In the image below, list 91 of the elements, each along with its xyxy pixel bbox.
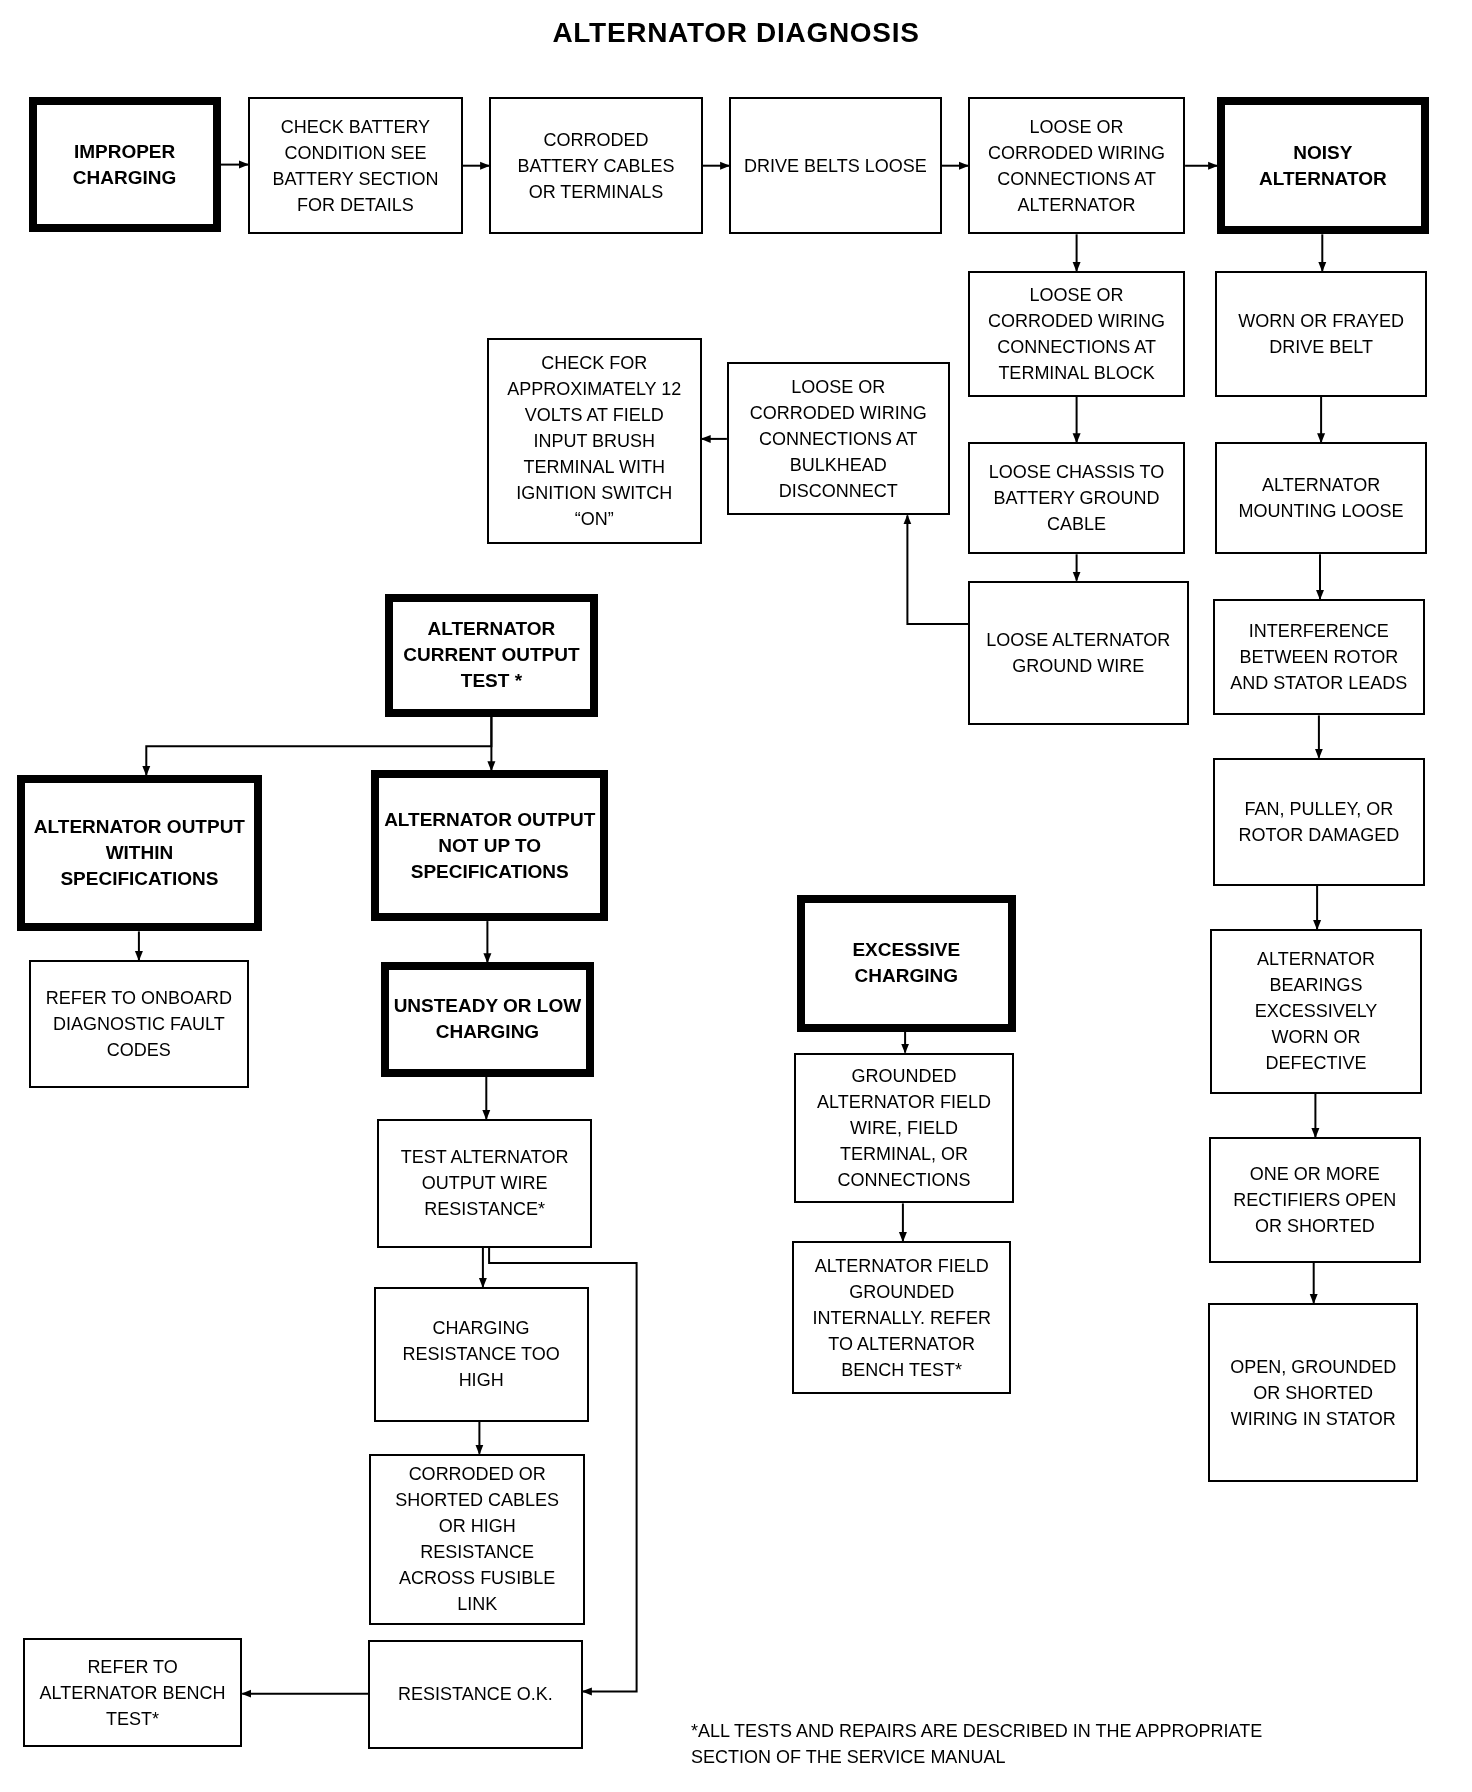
box-text: CHECK FOR APPROXIMATELY 12 VOLTS AT FIELD INPUT BRUSH TERMINAL WITH IGNITION SWITCH “ON” <box>506 352 683 532</box>
arrow <box>1072 553 1081 582</box>
process-box <box>1214 270 1428 397</box>
box-text: LOOSE ALTERNATOR GROUND WIRE <box>985 628 1172 678</box>
box-text: ALTERNATOR OUTPUT NOT UP TO SPECIFICATIONS <box>383 807 596 884</box>
arrow <box>488 1247 638 1696</box>
arrow <box>1309 1261 1318 1304</box>
process-box <box>377 1118 592 1248</box>
arrow <box>901 1031 910 1054</box>
box-text: ALTERNATOR OUTPUT WITHIN SPECIFICATIONS <box>32 815 246 892</box>
arrow <box>1317 395 1326 444</box>
arrow <box>478 1247 487 1288</box>
process-box <box>968 442 1186 555</box>
box-text: ONE OR MORE RECTIFIERS OPEN OR SHORTED <box>1232 1163 1398 1238</box>
box-text: ALTERNATOR MOUNTING LOOSE <box>1237 474 1405 524</box>
arrow <box>241 1689 369 1698</box>
box-text: LOOSE CHASSIS TO BATTERY GROUND CABLE <box>987 461 1166 537</box>
start-box <box>17 774 262 932</box>
process-box <box>369 1453 586 1626</box>
start-box <box>1217 97 1429 235</box>
start-box <box>796 894 1016 1032</box>
arrow <box>903 514 969 625</box>
process-box <box>373 1286 589 1422</box>
box-text: LOOSE OR CORRODED WIRING CONNECTIONS AT ALTERNATOR <box>987 115 1167 217</box>
process-box <box>1212 598 1426 716</box>
box-text: RESISTANCE O.K. <box>398 1683 553 1707</box>
arrow <box>1311 1092 1320 1139</box>
title: ALTERNATOR DIAGNOSIS <box>551 16 921 50</box>
arrow <box>1072 395 1081 444</box>
start-box <box>28 97 221 232</box>
arrow <box>219 160 249 169</box>
box-text: GROUNDED ALTERNATOR FIELD WIRE, FIELD TERMINAL, OR CONNECTIONS <box>815 1065 992 1192</box>
process-box <box>28 960 250 1088</box>
arrow <box>461 161 491 170</box>
process-box <box>489 97 703 235</box>
arrow <box>475 1420 484 1455</box>
process-box <box>968 97 1186 235</box>
box-text: OPEN, GROUNDED OR SHORTED WIRING IN STATOR <box>1229 1355 1398 1431</box>
box-text: UNSTEADY OR LOW CHARGING <box>392 994 583 1045</box>
box-text: ALTERNATOR FIELD GROUNDED INTERNALLY. REFER TO ALTERNATOR BENCH TEST* <box>811 1254 992 1382</box>
process-box <box>794 1052 1014 1204</box>
box-text: INTERFERENCE BETWEEN ROTOR AND STATOR LEADS <box>1229 620 1409 696</box>
process-box <box>1212 757 1426 886</box>
arrow <box>701 161 731 170</box>
box-text: CHECK BATTERY CONDITION SEE BATTERY SECTION FOR DETAILS <box>271 115 440 217</box>
arrow <box>134 930 143 961</box>
arrow <box>898 1202 907 1243</box>
process-box <box>968 580 1189 725</box>
box-text: REFER TO ONBOARD DIAGNOSTIC FAULT CODES <box>44 987 234 1062</box>
box-text: CORRODED BATTERY CABLES OR TERMINALS <box>516 128 676 204</box>
arrow <box>1318 233 1327 272</box>
arrow <box>1314 714 1323 759</box>
footnote: *ALL TESTS AND REPAIRS ARE DESCRIBED IN THE APPROPRIATE SECTION OF THE SERVICE MANUAL <box>691 1720 1264 1769</box>
arrow <box>483 920 492 964</box>
start-box <box>385 594 598 717</box>
box-text: IMPROPER CHARGING <box>71 139 178 190</box>
box-text: LOOSE OR CORRODED WIRING CONNECTIONS AT TERMINAL BLOCK <box>987 283 1167 385</box>
box-text: EXCESSIVE CHARGING <box>851 938 962 989</box>
box-text: CORRODED OR SHORTED CABLES OR HIGH RESISTANCE ACROSS FUSIBLE LINK <box>394 1463 560 1617</box>
process-box <box>1209 1137 1421 1263</box>
arrow <box>1184 161 1219 170</box>
arrow <box>940 161 969 170</box>
box-text: CHARGING RESISTANCE TOO HIGH <box>401 1317 561 1393</box>
box-text: LOOSE OR CORRODED WIRING CONNECTIONS AT BULKHEAD DISCONNECT <box>748 375 928 503</box>
process-box <box>1214 442 1428 555</box>
box-text: ALTERNATOR BEARINGS EXCESSIVELY WORN OR DEFECTIVE <box>1253 948 1379 1076</box>
box-text: DRIVE BELTS LOOSE <box>744 154 927 178</box>
arrow <box>1316 553 1324 600</box>
box-text: REFER TO ALTERNATOR BENCH TEST* <box>38 1655 227 1731</box>
box-text: WORN OR FRAYED DRIVE BELT <box>1237 309 1405 359</box>
box-text: FAN, PULLEY, OR ROTOR DAMAGED <box>1237 797 1401 847</box>
arrow <box>1313 884 1322 931</box>
arrow <box>1072 233 1081 272</box>
process-box <box>1208 1302 1419 1483</box>
process-box <box>726 362 950 516</box>
start-box <box>380 962 595 1077</box>
process-box <box>22 1637 243 1748</box>
start-box <box>371 770 608 922</box>
arrow <box>482 1075 491 1120</box>
process-box <box>792 1241 1012 1395</box>
arrow <box>487 715 496 772</box>
box-text: NOISY ALTERNATOR <box>1258 140 1388 191</box>
box-text: ALTERNATOR CURRENT OUTPUT TEST * <box>402 617 581 694</box>
process-box <box>968 270 1186 397</box>
process-box <box>729 97 942 235</box>
process-box <box>368 1640 583 1749</box>
process-box <box>486 338 702 544</box>
process-box <box>248 97 463 235</box>
arrow <box>700 434 728 443</box>
box-text: TEST ALTERNATOR OUTPUT WIRE RESISTANCE* <box>399 1146 570 1222</box>
process-box <box>1210 929 1422 1094</box>
